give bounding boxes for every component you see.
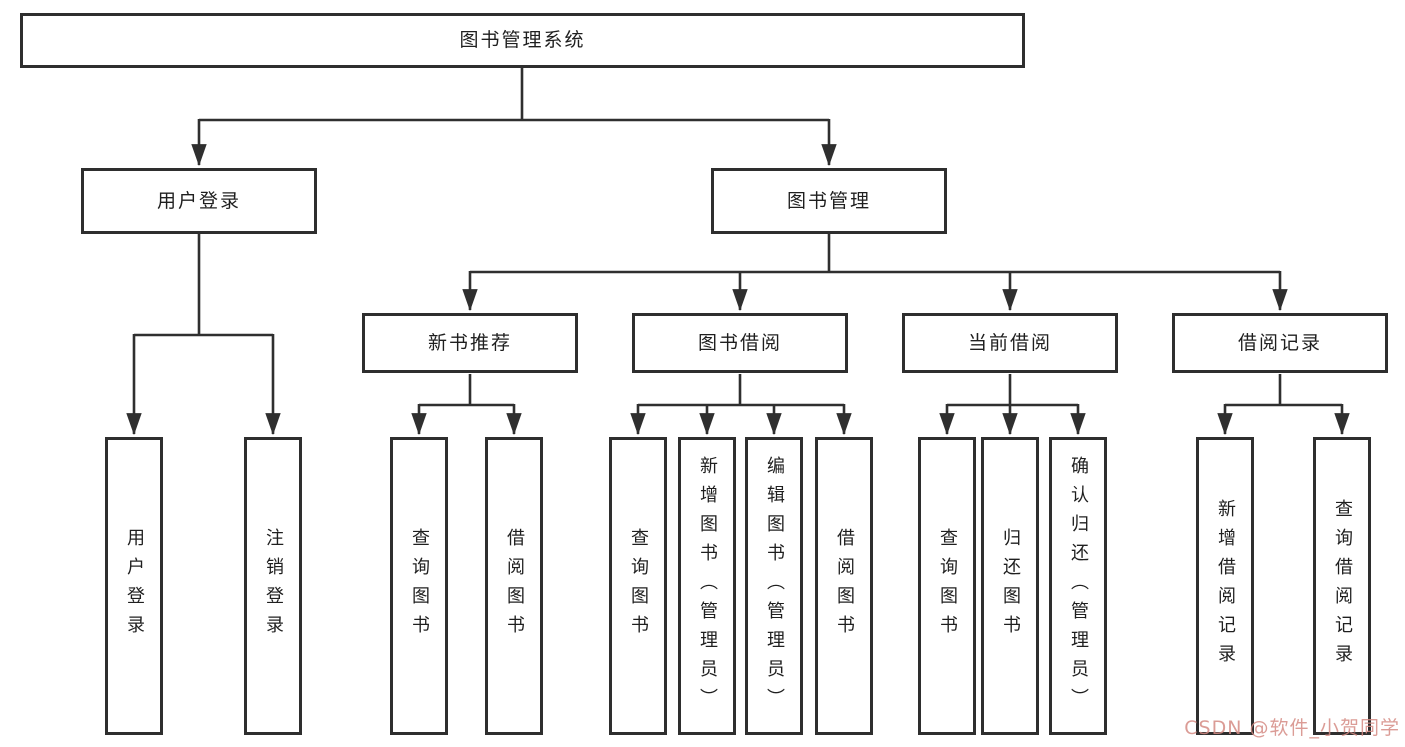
leaf-cb-return-books-label: 归还图书 — [1000, 528, 1021, 644]
csdn-watermark: CSDN @软件_小贺同学 — [1184, 717, 1400, 739]
leaf-cb-query-books: 查询图书 — [918, 437, 976, 735]
node-book-management-label: 图书管理 — [786, 189, 871, 212]
leaf-cb-confirm-return-admin-label: 确认归还（管理员） — [1068, 455, 1089, 717]
leaf-cb-query-books-label: 查询图书 — [937, 528, 958, 644]
node-user-login: 用户登录 — [81, 168, 317, 234]
leaf-cb-confirm-return-admin: 确认归还（管理员） — [1049, 437, 1107, 735]
node-current-borrow: 当前借阅 — [902, 313, 1118, 373]
node-root-label: 图书管理系统 — [459, 29, 586, 51]
leaf-user-login: 用户登录 — [105, 437, 163, 735]
leaf-br-add-record-label: 新增借阅记录 — [1215, 499, 1236, 673]
leaf-nbr-query-books: 查询图书 — [390, 437, 448, 735]
connector-user-login-to-leaves — [126, 234, 281, 436]
leaf-br-query-record: 查询借阅记录 — [1313, 437, 1371, 735]
leaf-bb-add-books-admin-label: 新增图书（管理员） — [697, 455, 718, 717]
leaf-nbr-query-books-label: 查询图书 — [409, 528, 430, 644]
leaf-br-add-record: 新增借阅记录 — [1196, 437, 1254, 735]
leaf-logout-label: 注销登录 — [263, 528, 284, 644]
node-book-borrow-label: 图书借阅 — [697, 331, 782, 354]
node-root: 图书管理系统 — [20, 13, 1025, 68]
connector-borrow-records-to-leaves — [1217, 374, 1350, 436]
connector-book-management-to-level3 — [462, 234, 1288, 312]
node-user-login-label: 用户登录 — [156, 189, 241, 212]
leaf-bb-query-books-label: 查询图书 — [628, 528, 649, 644]
connector-new-book-recommend-to-leaves — [411, 374, 522, 436]
node-book-borrow: 图书借阅 — [632, 313, 848, 373]
leaf-nbr-borrow-books-label: 借阅图书 — [504, 528, 525, 644]
connector-root-to-level2 — [191, 68, 837, 167]
leaf-user-login-label: 用户登录 — [124, 528, 145, 644]
leaf-bb-edit-books-admin-label: 编辑图书（管理员） — [764, 455, 785, 717]
connector-current-borrow-to-leaves — [939, 374, 1086, 436]
node-borrow-records-label: 借阅记录 — [1237, 331, 1322, 354]
leaf-br-query-record-label: 查询借阅记录 — [1332, 499, 1353, 673]
node-book-management: 图书管理 — [711, 168, 947, 234]
leaf-bb-borrow-books-label: 借阅图书 — [834, 528, 855, 644]
leaf-bb-edit-books-admin: 编辑图书（管理员） — [745, 437, 803, 735]
connector-book-borrow-to-leaves — [630, 374, 852, 436]
node-current-borrow-label: 当前借阅 — [967, 331, 1052, 354]
leaf-cb-return-books: 归还图书 — [981, 437, 1039, 735]
leaf-logout: 注销登录 — [244, 437, 302, 735]
leaf-bb-add-books-admin: 新增图书（管理员） — [678, 437, 736, 735]
leaf-nbr-borrow-books: 借阅图书 — [485, 437, 543, 735]
node-new-book-recommend-label: 新书推荐 — [427, 331, 512, 354]
leaf-bb-query-books: 查询图书 — [609, 437, 667, 735]
node-new-book-recommend: 新书推荐 — [362, 313, 578, 373]
node-borrow-records: 借阅记录 — [1172, 313, 1388, 373]
leaf-bb-borrow-books: 借阅图书 — [815, 437, 873, 735]
